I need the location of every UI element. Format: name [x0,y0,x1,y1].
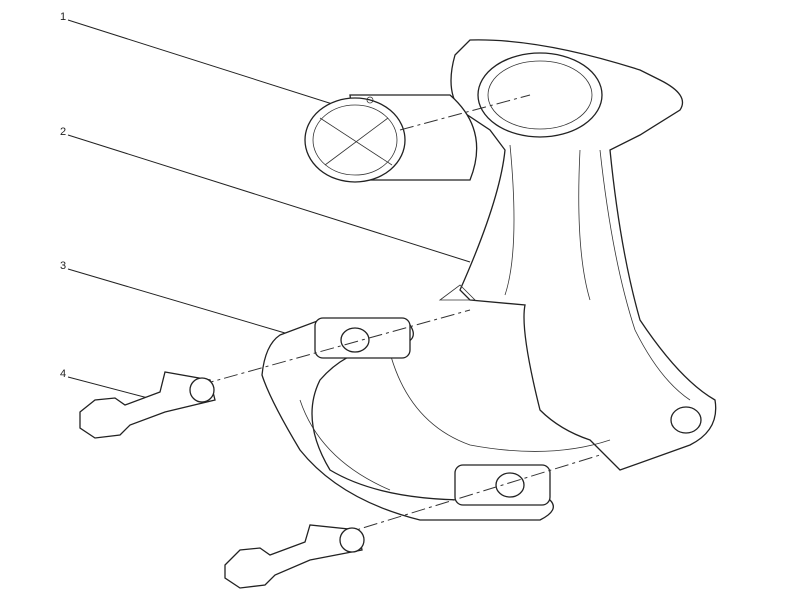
axis-line-upper [399,94,531,131]
bolt-upper [79,371,216,439]
axis-line-bottom-bolt [339,454,601,536]
axis-line-top-bolt [199,309,471,386]
callout-1: 1 [60,11,67,23]
connecting-rod-cap [261,317,554,521]
callout-3: 3 [60,260,67,272]
callout-4: 4 [60,368,67,380]
bearing-shell [304,94,478,183]
leader-line-4 [67,376,149,399]
connecting-rod [384,39,717,471]
callout-2: 2 [60,126,67,138]
bolt-lower [224,524,365,589]
leader-line-2 [67,134,471,263]
leader-line-3 [67,268,286,334]
leader-line-1 [67,19,346,109]
